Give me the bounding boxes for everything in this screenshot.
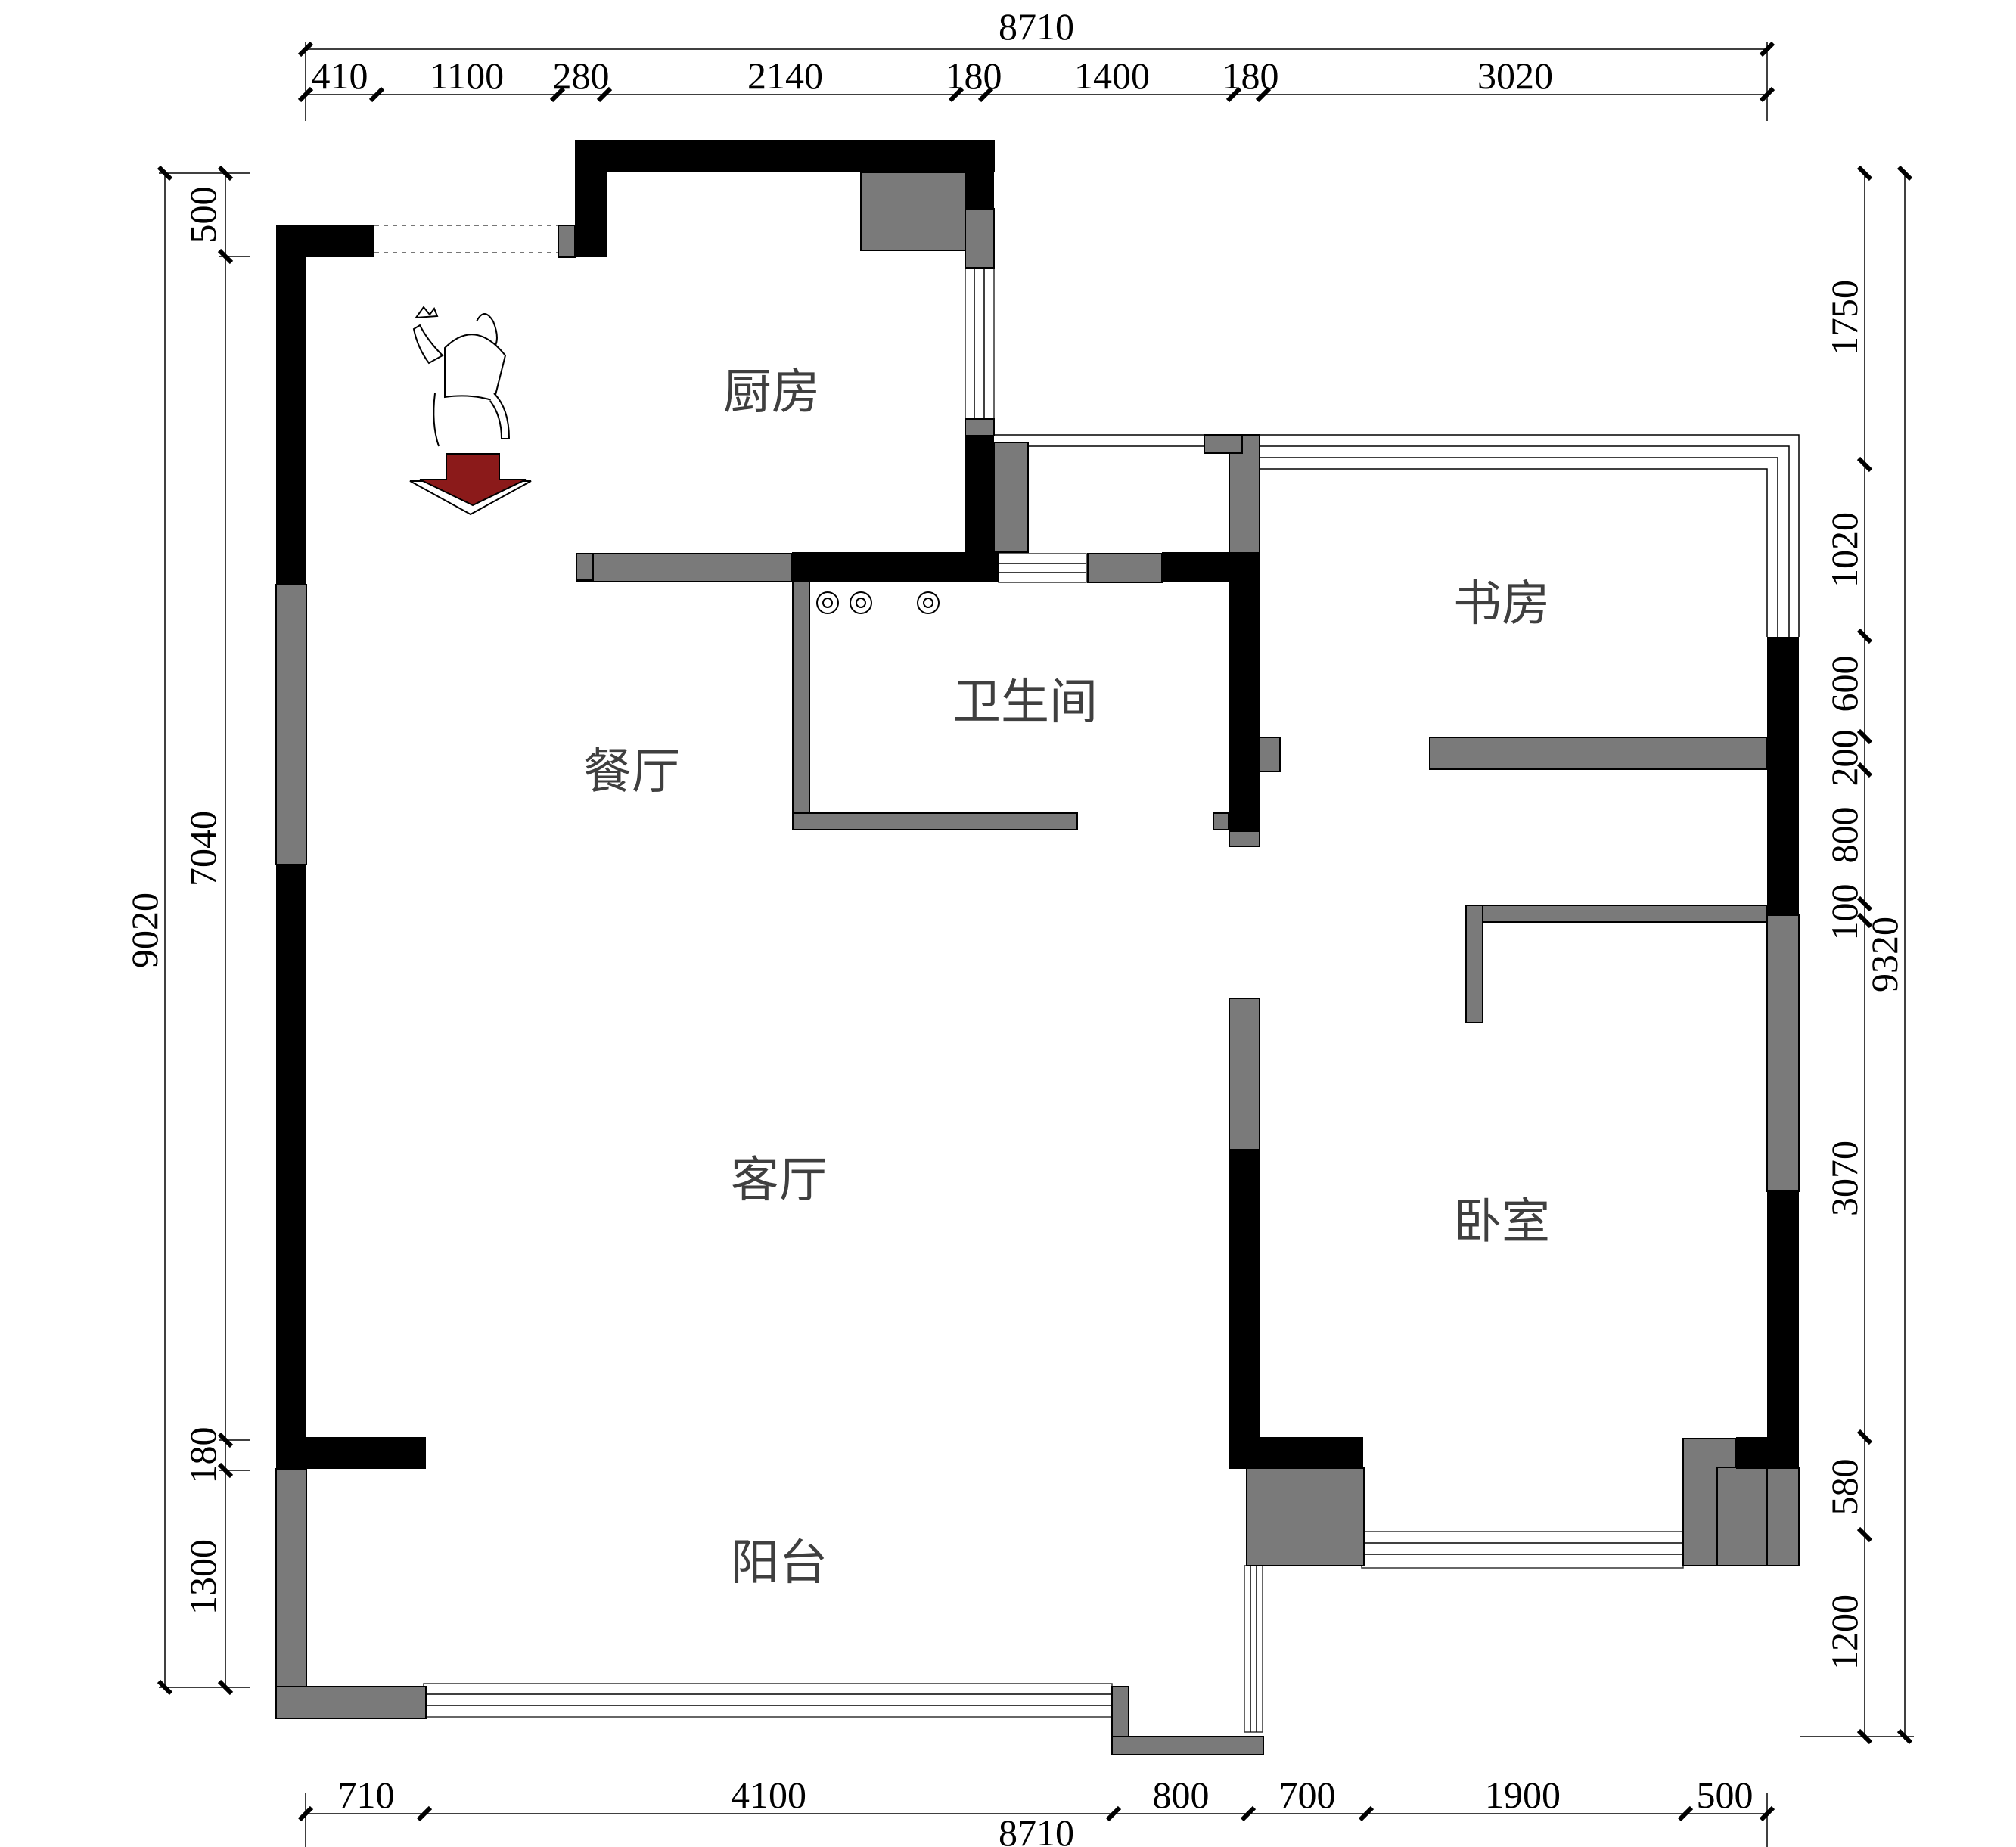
dim-right-outer: 9320 <box>1863 917 1906 992</box>
dim-right-2: 1020 <box>1823 512 1865 588</box>
dim-top-7: 180 <box>1222 54 1279 97</box>
dim-left-2: 7040 <box>182 811 224 886</box>
dimension-labels: 8710 410 1100 280 2140 180 1400 180 3020… <box>123 5 1906 1847</box>
dim-top-3: 280 <box>553 54 610 97</box>
room-label-study: 书房 <box>1453 576 1550 632</box>
walls <box>276 140 1799 1470</box>
dim-right-4: 200 <box>1823 730 1865 787</box>
dim-top-4: 2140 <box>747 54 823 97</box>
room-label-balcony: 阳台 <box>731 1535 828 1591</box>
dim-top-total: 8710 <box>999 5 1074 48</box>
windows <box>374 225 1800 1733</box>
dim-bottom-3: 800 <box>1153 1774 1210 1816</box>
dim-top-2: 1100 <box>430 54 504 97</box>
dim-top-8: 3020 <box>1477 54 1553 97</box>
dim-bottom-total: 8710 <box>999 1811 1074 1847</box>
dim-bottom-6: 500 <box>1697 1774 1754 1816</box>
dim-left-outer: 9020 <box>123 892 166 968</box>
dim-left-1: 500 <box>182 187 224 244</box>
person-icon <box>412 306 511 447</box>
dim-left-4: 1300 <box>182 1539 224 1615</box>
dim-top-5: 180 <box>946 54 1002 97</box>
room-label-bedroom: 卧室 <box>1453 1194 1550 1250</box>
room-label-dining: 餐厅 <box>583 744 680 800</box>
dim-right-8: 580 <box>1823 1459 1865 1516</box>
dim-bottom-1: 710 <box>338 1774 395 1816</box>
room-label-living: 客厅 <box>731 1153 828 1209</box>
room-labels: 厨房 餐厅 卫生间 书房 客厅 卧室 阳台 <box>583 365 1550 1591</box>
dimension-lines <box>157 41 1914 1847</box>
bathroom-fixtures <box>816 591 940 614</box>
dim-right-7: 3070 <box>1823 1141 1865 1216</box>
dim-right-9: 1200 <box>1823 1594 1865 1670</box>
dim-bottom-5: 1900 <box>1485 1774 1561 1816</box>
dim-right-6: 100 <box>1823 884 1865 941</box>
entry-arrow-icon <box>409 453 532 516</box>
dim-bottom-2: 4100 <box>731 1774 806 1816</box>
dim-bottom-4: 700 <box>1279 1774 1336 1816</box>
room-label-bathroom: 卫生间 <box>952 675 1098 731</box>
dim-right-3: 600 <box>1823 656 1865 712</box>
room-label-kitchen: 厨房 <box>723 365 820 421</box>
dim-left-3: 180 <box>182 1427 224 1484</box>
dim-top-6: 1400 <box>1074 54 1150 97</box>
dim-right-1: 1750 <box>1823 280 1865 355</box>
dim-right-5: 800 <box>1823 807 1865 864</box>
dim-top-1: 410 <box>312 54 368 97</box>
